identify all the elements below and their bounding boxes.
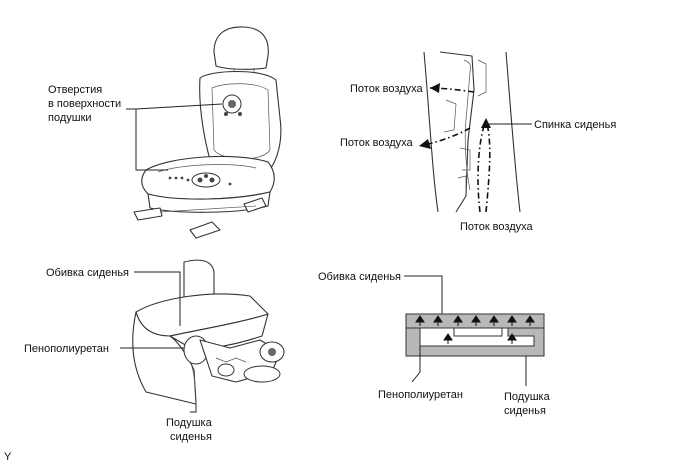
panel-cushion-cutaway: Обивка сиденья Пенополиуретан Подушка си…	[24, 259, 285, 443]
label-seat-cover-right: Обивка сиденья	[318, 271, 401, 283]
seat-illustration	[133, 26, 282, 239]
cushion-holes-cluster	[168, 172, 232, 188]
panel-seat-overview: Отверстия в поверхности подушки	[48, 26, 282, 239]
label-foam-left: Пенополиуретан	[24, 343, 109, 355]
label-seatback: Спинка сиденья	[534, 119, 616, 131]
backrest-holes-cluster	[222, 94, 242, 116]
label-surface-holes: Отверстия в поверхности подушки	[48, 84, 124, 124]
label-airflow-bottom: Поток воздуха	[460, 221, 533, 233]
label-airflow-middle: Поток воздуха	[340, 137, 413, 149]
corner-mark: Y	[4, 451, 12, 463]
seatback-section-illustration	[423, 51, 521, 213]
panel-layer-schematic: Обивка сиденья Пенополиуретан Подушка си…	[318, 271, 553, 417]
label-cushion-left: Подушка сиденья	[166, 417, 215, 443]
label-airflow-upper: Поток воздуха	[350, 83, 423, 95]
label-seat-cover-left: Обивка сиденья	[46, 267, 129, 279]
panel-airflow-section: Поток воздуха Поток воздуха Поток воздух…	[340, 51, 616, 233]
label-cushion-right: Подушка сиденья	[504, 391, 553, 417]
airflow-arrows	[419, 83, 491, 213]
label-foam-right: Пенополиуретан	[378, 389, 463, 401]
cushion-cutaway-illustration	[132, 259, 285, 405]
airflow-up-arrows	[415, 315, 535, 344]
